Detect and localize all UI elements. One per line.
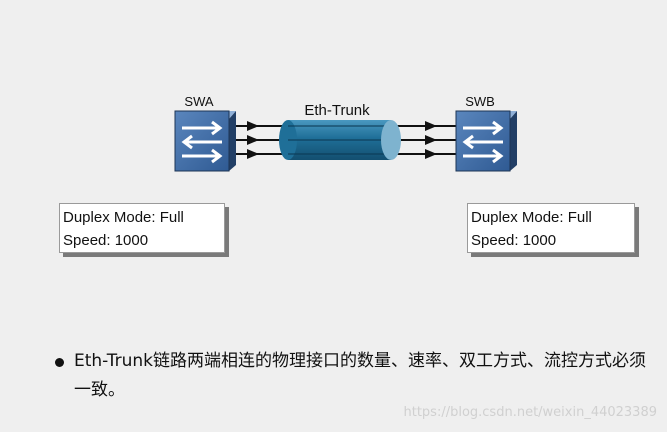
swb-info-box: Duplex Mode: Full Speed: 1000 [467, 203, 635, 253]
bullet-dot-icon [55, 358, 64, 367]
trunk-label: Eth-Trunk [304, 102, 370, 119]
bullet-item: Eth-Trunk链路两端相连的物理接口的数量、速率、双工方式、流控方式必须一致… [52, 347, 652, 405]
switch-swa-icon [174, 110, 236, 172]
swb-speed-text: Speed: 1000 [471, 232, 557, 249]
right-links [396, 121, 456, 159]
swb-label: SWB [465, 94, 495, 109]
left-links [236, 121, 286, 159]
swa-duplex-text: Duplex Mode: Full [63, 209, 184, 226]
switch-swb-icon [455, 110, 517, 172]
network-diagram: Eth-Trunk SWA SWB [174, 94, 517, 172]
watermark: https://blog.csdn.net/weixin_44023389 [403, 405, 657, 420]
swb-duplex-text: Duplex Mode: Full [471, 209, 592, 226]
eth-trunk-tube [279, 120, 401, 160]
swa-info-box: Duplex Mode: Full Speed: 1000 [59, 203, 225, 253]
swa-speed-text: Speed: 1000 [63, 232, 149, 249]
swa-label: SWA [184, 94, 213, 109]
bullet-text: Eth-Trunk链路两端相连的物理接口的数量、速率、双工方式、流控方式必须一致… [74, 351, 647, 400]
